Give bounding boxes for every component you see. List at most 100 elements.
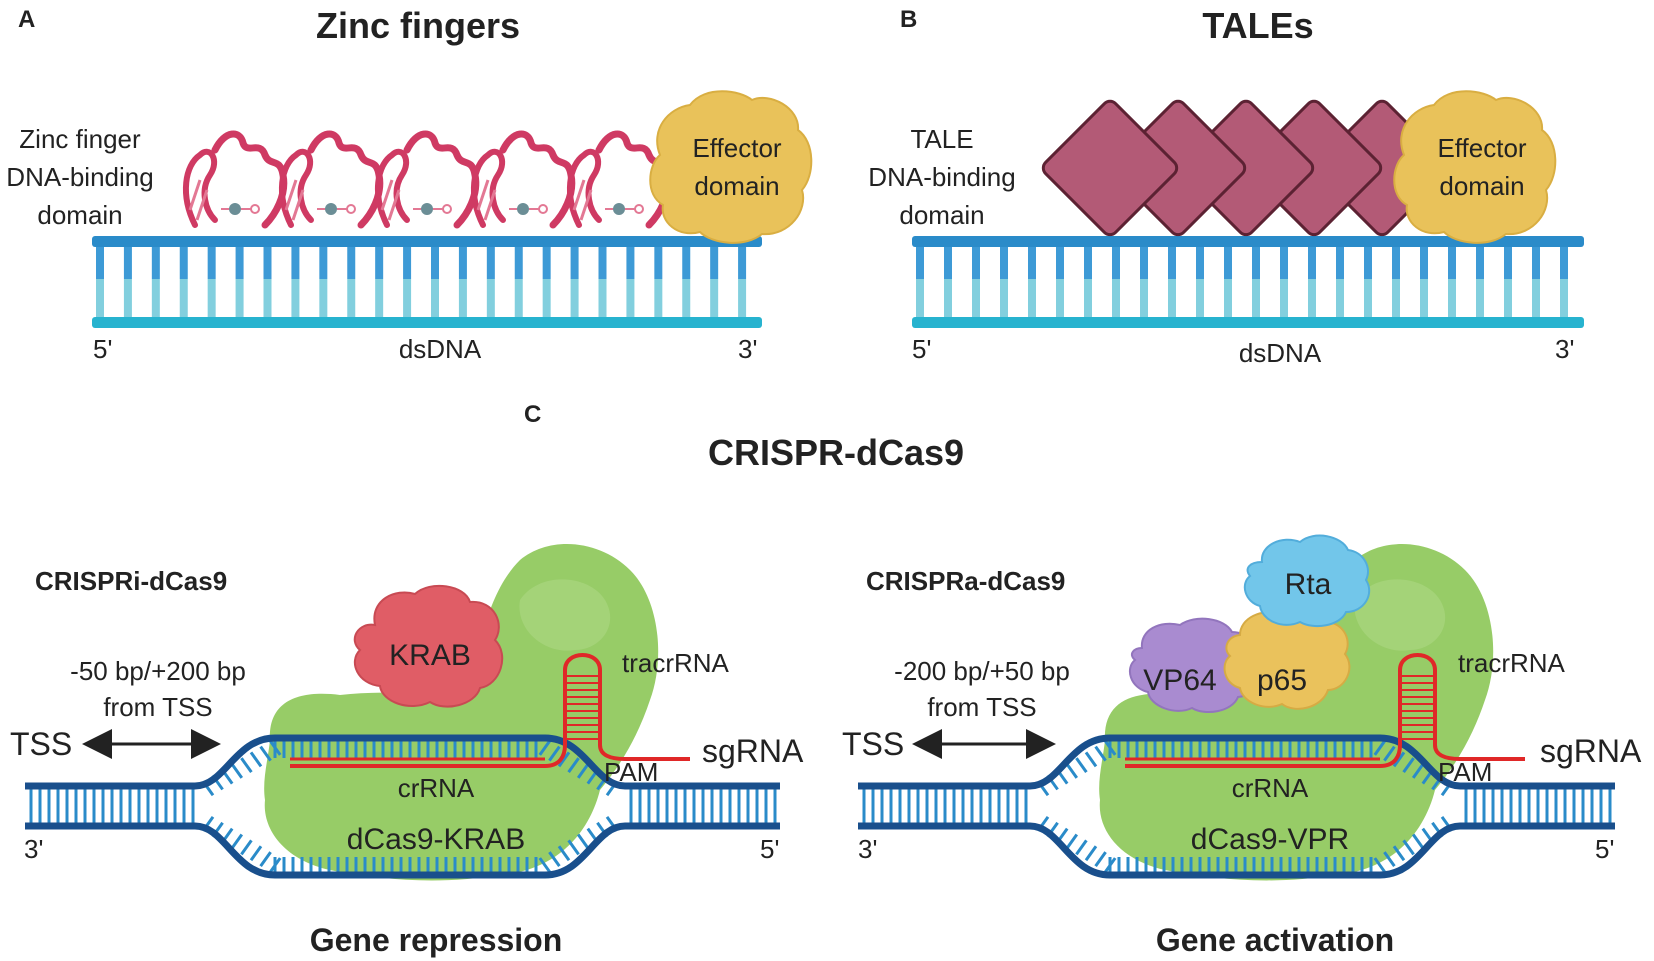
dna-ramp-stub: [1392, 751, 1406, 768]
dna-rung-bottom: [1084, 279, 1092, 318]
tracrrna-hairpin-right: [1400, 675, 1435, 740]
dna-rung-top: [486, 242, 495, 279]
zinc-finger-motif: [470, 130, 576, 229]
dna-ramp-stub: [1103, 740, 1117, 756]
dna-ramp-stub: [1084, 845, 1098, 862]
zinc-finger-domain-group: [182, 130, 672, 229]
dna-rung-top: [1280, 242, 1288, 279]
dna-rung-top: [1392, 242, 1400, 279]
rta-domain: [1243, 534, 1371, 628]
dna-rung-top: [738, 242, 747, 279]
zinc-ligand-ring: [538, 204, 548, 214]
crispra-range-2: from TSS: [927, 692, 1036, 722]
zinc-finger-alpha-helix: [211, 130, 288, 229]
dna-rung-top: [542, 242, 551, 279]
dna-rung-top: [347, 242, 356, 279]
dna-rung-bottom: [123, 279, 132, 318]
dna-rung-top: [1448, 242, 1456, 279]
dna-ramp-stub: [1373, 857, 1387, 873]
dna-ramp-stub: [567, 839, 580, 856]
panel-a-letter: A: [18, 6, 35, 33]
dna-ramp-stub: [1411, 833, 1425, 850]
zinc-finger-motif: [182, 130, 288, 229]
zinc-finger-motif: [374, 130, 480, 229]
dna-rung-bottom: [486, 279, 495, 318]
dna-ramp-stub: [1402, 839, 1415, 856]
dna-rung-top: [458, 242, 467, 279]
dna-rung-bottom: [1532, 279, 1540, 318]
dna-rung-bottom: [944, 279, 952, 318]
crispra-panel: CRISPRa-dCas9 -200 bp/+50 bp from TSS TS…: [842, 534, 1642, 958]
zinc-finger-strand-detail: [380, 179, 401, 221]
dna-rung-bottom: [1392, 279, 1400, 318]
dna-rung-top: [1560, 242, 1568, 279]
krab-domain: [353, 584, 504, 708]
dna-rung-bottom: [347, 279, 356, 318]
tracrrna-label-left: tracrRNA: [622, 648, 730, 678]
dna-ramp-stub: [1392, 845, 1406, 862]
dna-rung-top: [403, 242, 412, 279]
dna-rung-bottom: [1560, 279, 1568, 318]
dna-rung-bottom: [431, 279, 439, 318]
tale-binding-label-3: domain: [899, 200, 984, 230]
tracrrna-hairpin-left: [565, 675, 600, 740]
dna-rung-top: [1224, 242, 1232, 279]
dna-rung-bottom: [682, 279, 691, 318]
dna-rung-top: [944, 242, 952, 279]
dsdna-ladder-a: [92, 236, 762, 328]
dna-ramp-stub: [230, 833, 244, 850]
dna-rung-bottom: [458, 279, 467, 318]
dna-rung-bottom: [375, 279, 384, 318]
dna-rung-top: [1364, 242, 1372, 279]
dna-rung-top: [626, 242, 635, 279]
vp64-domain: [1128, 617, 1260, 713]
dna-rung-bottom: [570, 279, 579, 318]
crrna-label-right: crRNA: [1232, 773, 1309, 803]
dna-ramp-stub: [567, 757, 580, 774]
dna-rung-top: [1476, 242, 1484, 279]
dna-ramp-stub: [548, 745, 561, 762]
dna-rung-bottom: [1028, 279, 1036, 318]
dna-rung-bottom: [207, 279, 216, 318]
dna-ramp-stub: [576, 763, 590, 779]
sgrna-strand-left: [290, 653, 690, 768]
zinc-finger-motif: [278, 130, 384, 229]
dna-rung-top: [654, 242, 663, 279]
crispri-panel: CRISPRi-dCas9 -50 bp/+200 bp from TSS TS…: [10, 543, 804, 958]
zinc-ligand-ring: [250, 204, 260, 214]
dna-bubble-left: [25, 734, 780, 879]
dna-ramp-stub: [1094, 851, 1107, 868]
dcas9-lobe-highlight-right: [1354, 579, 1446, 651]
dna-rung-top: [1308, 242, 1316, 279]
dna-rung-bottom: [1504, 279, 1512, 318]
dna-ramp-stub: [1373, 740, 1387, 756]
dna-rung-bottom: [1140, 279, 1148, 318]
dna-rung-top: [682, 242, 691, 279]
dna-bottom-strand: [25, 822, 780, 879]
dna-rung-top: [1056, 242, 1064, 279]
dna-ramp-stub: [576, 833, 590, 850]
dna-rung-top: [1168, 242, 1176, 279]
dna-rung-bottom: [235, 279, 244, 318]
dna-ramp-stub: [1065, 833, 1079, 850]
dna-ramp-stub: [1075, 839, 1088, 856]
zinc-ligand-ring: [634, 204, 644, 214]
panel-c-title: CRISPR-dCas9: [708, 432, 964, 473]
dcas9-vpr-label: dCas9-VPR: [1191, 823, 1349, 856]
gene-activation-label: Gene activation: [1156, 922, 1394, 958]
dna-ramp-stub: [240, 757, 253, 774]
dna-rung-top: [916, 242, 924, 279]
dna-rung-top: [207, 242, 216, 279]
dna-rung-bottom: [738, 279, 747, 318]
effector-label-a-2: domain: [694, 171, 779, 201]
dna-rung-bottom: [626, 279, 635, 318]
dna-bottom-strand: [858, 822, 1615, 879]
dna-rung-bottom: [151, 279, 160, 318]
dna-ramp-stub: [548, 851, 561, 868]
panel-b-letter: B: [900, 6, 917, 33]
dna-rung-bottom: [1448, 279, 1456, 318]
zinc-finger-strand-detail: [572, 179, 593, 221]
dna-rung-top: [1000, 242, 1008, 279]
dna-rung-bottom: [263, 279, 272, 318]
